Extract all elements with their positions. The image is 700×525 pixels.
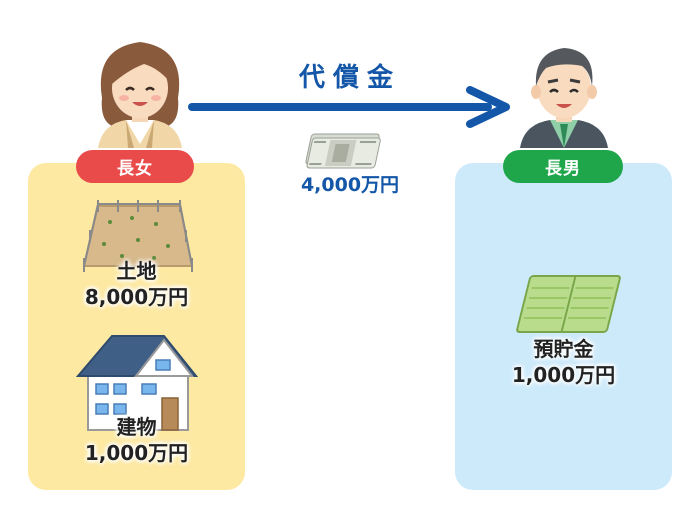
building-label: 建物 1,000万円 [28,414,245,466]
man-avatar-icon [520,48,608,148]
savings-name: 預貯金 [533,337,594,361]
eldest-son-badge: 長男 [503,150,623,183]
land-label: 土地 8,000万円 [28,258,245,310]
compensation-title: 代償金 [298,63,401,93]
house-icon [76,335,198,431]
money-stack-icon [305,133,381,169]
woman-avatar-icon [98,42,182,148]
building-value: 1,000万円 [84,441,189,465]
land-name: 土地 [116,259,157,283]
land-icon [82,200,194,272]
savings-label: 預貯金 1,000万円 [455,336,672,388]
bankbook-icon [516,275,621,333]
compensation-amount: 4,000万円 [300,174,400,196]
land-value: 8,000万円 [84,285,189,309]
eldest-daughter-badge: 長女 [76,150,194,183]
building-name: 建物 [116,415,157,439]
savings-value: 1,000万円 [511,363,616,387]
right-arrow-icon [188,86,510,128]
